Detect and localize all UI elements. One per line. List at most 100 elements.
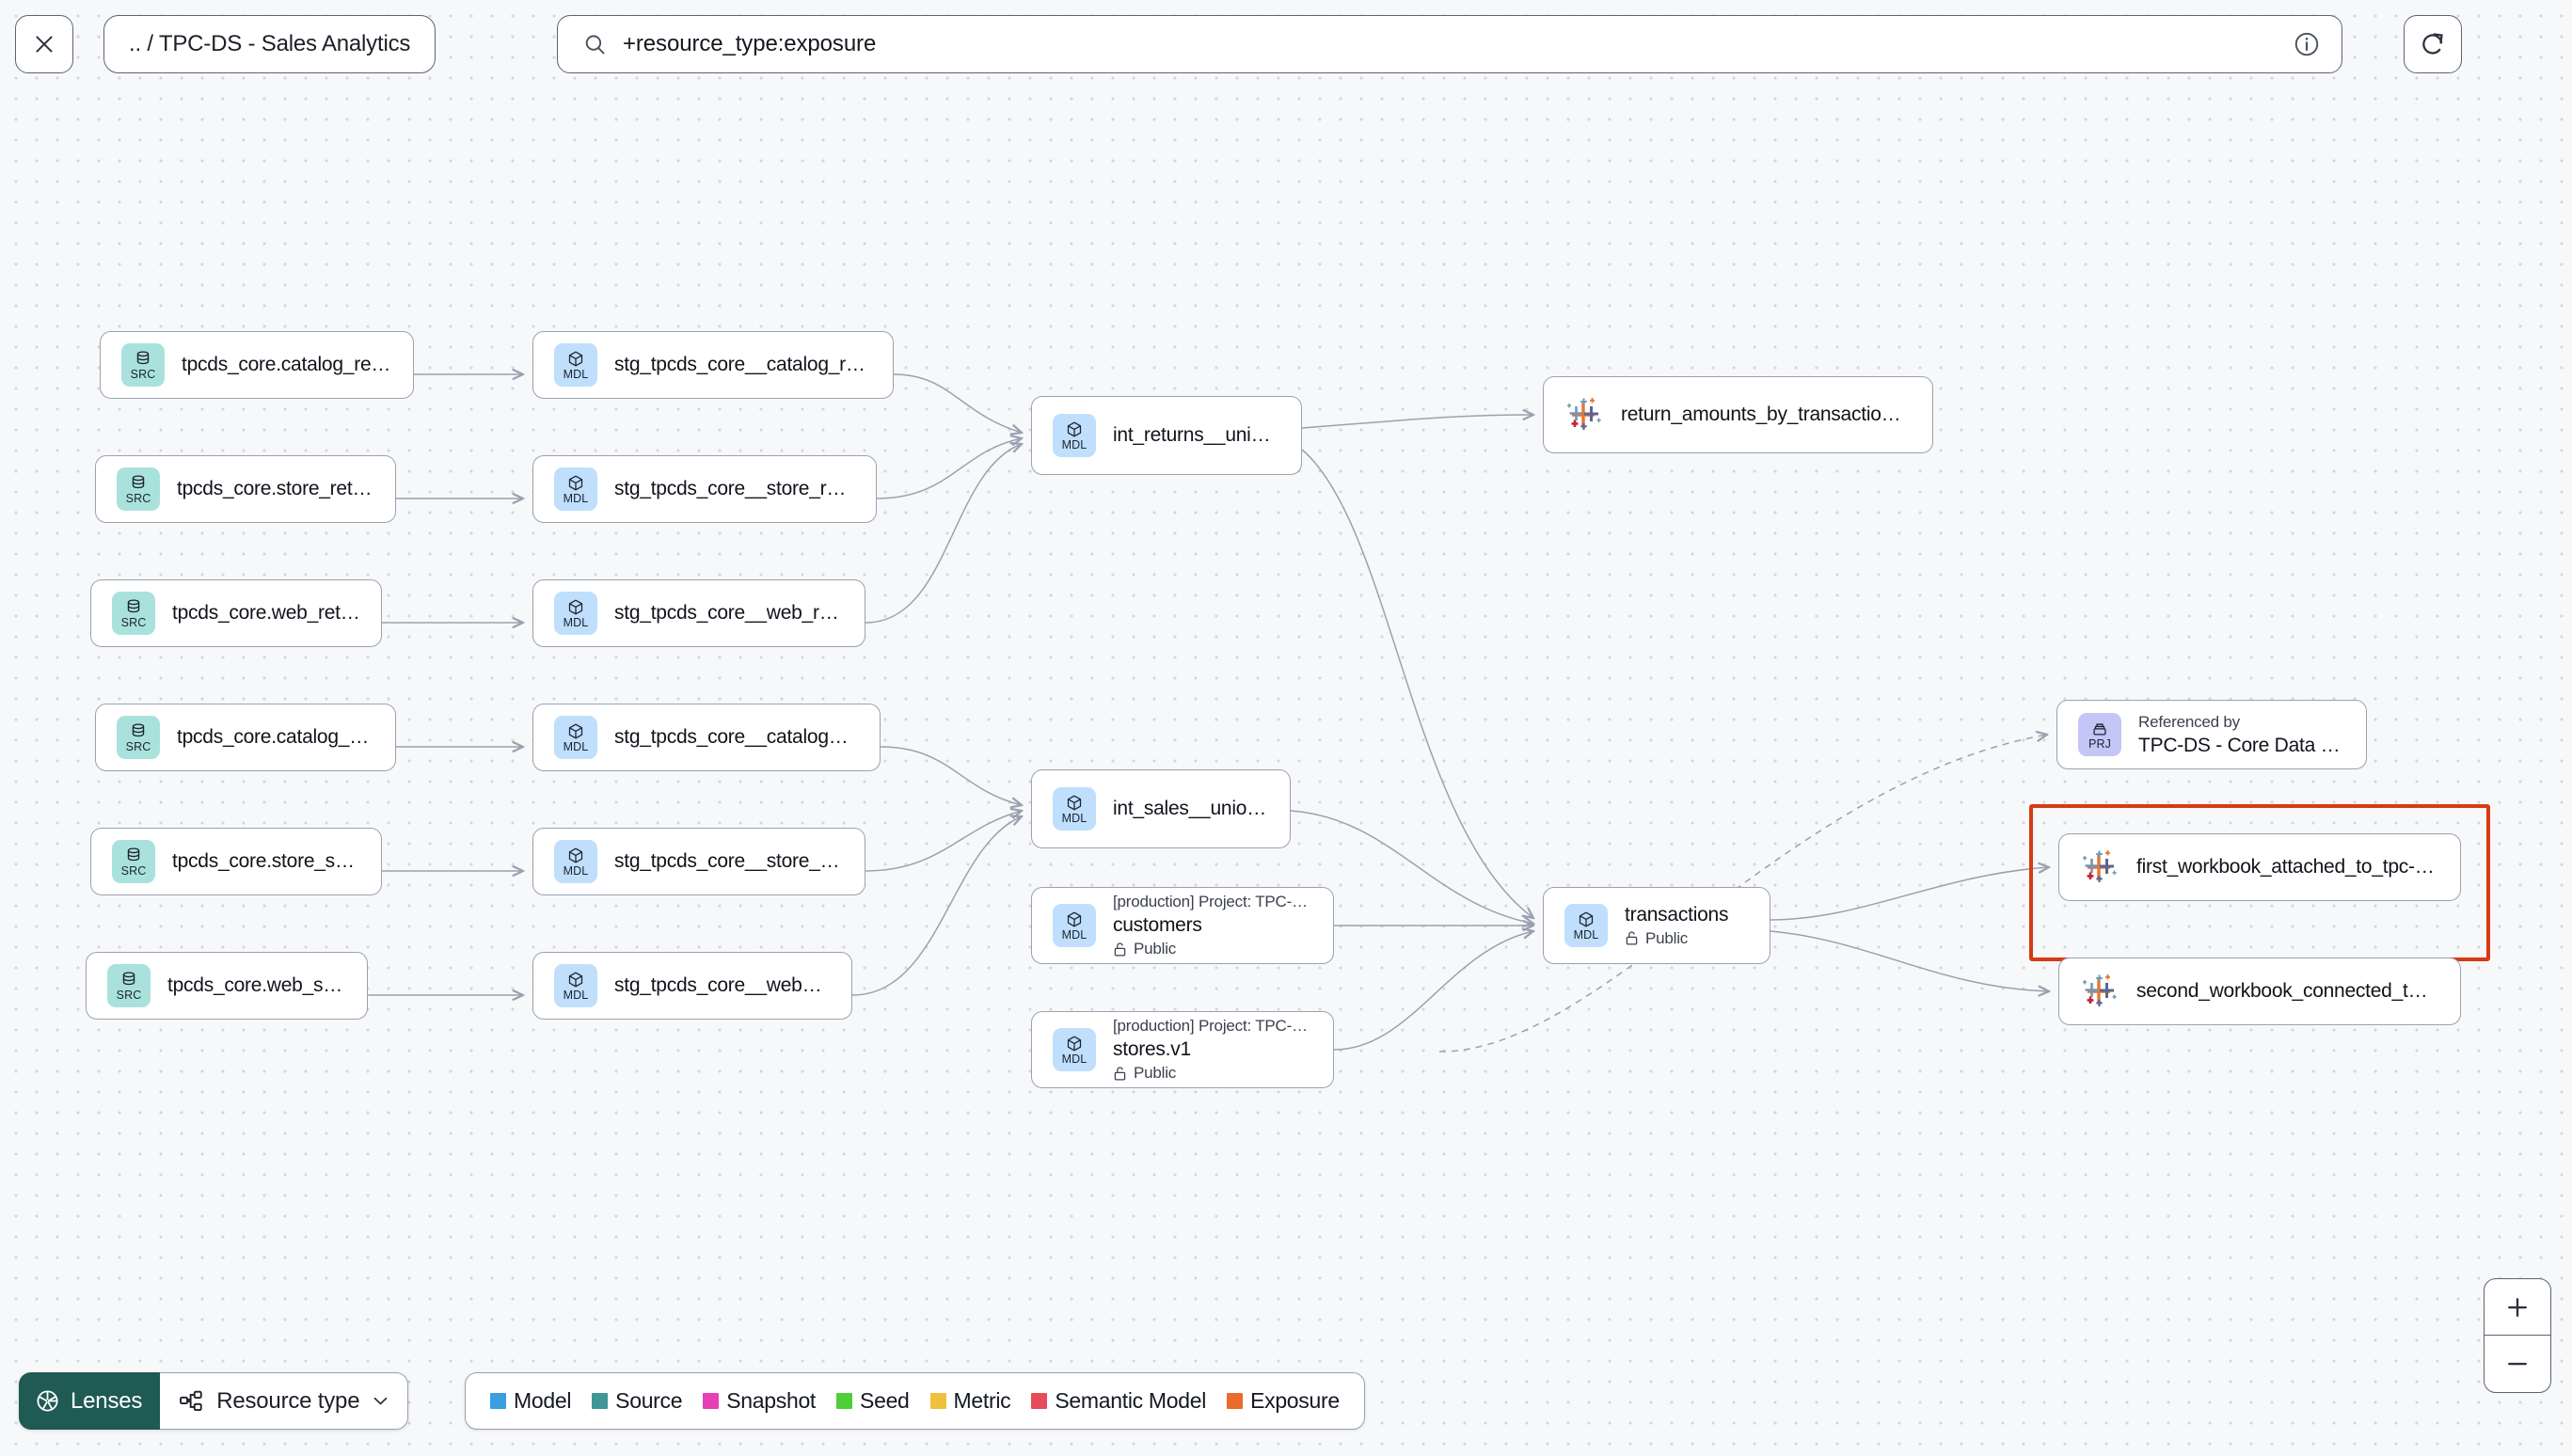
source-badge-icon: SRC [112,840,155,883]
search-icon [585,34,605,54]
node-exposure-first-workbook[interactable]: first_workbook_attached_to_tpc-ds_-_… [2058,833,2461,901]
node-label: int_returns__unioned [1113,424,1280,446]
refresh-button[interactable] [2404,15,2462,73]
zoom-in-button[interactable] [2485,1279,2550,1336]
node-src-store-returns[interactable]: SRC tpcds_core.store_returns [95,455,396,523]
breadcrumb-label: .. / TPC-DS - Sales Analytics [129,31,411,56]
legend-item-seed[interactable]: Seed [836,1388,910,1414]
node-model-customers[interactable]: MDL [production] Project: TPC-DS - Core … [1031,887,1334,964]
node-stg-catalog-returns[interactable]: MDL stg_tpcds_core__catalog_returns [532,331,894,399]
resource-type-label: Resource type [216,1387,360,1414]
badge-label: MDL [1061,927,1088,942]
badge-label: SRC [116,988,142,1002]
info-icon[interactable] [2293,30,2321,58]
model-badge-icon: MDL [1564,904,1608,947]
legend-swatch [490,1393,506,1409]
node-label: stg_tpcds_core__web_sales [614,974,831,996]
node-int-returns-unioned[interactable]: MDL int_returns__unioned [1031,396,1302,475]
tableau-icon [2080,847,2120,887]
source-badge-icon: SRC [121,343,165,387]
node-exposure-return-amounts[interactable]: return_amounts_by_transaction_type [1543,376,1933,453]
source-badge-icon: SRC [117,716,160,759]
breadcrumb[interactable]: .. / TPC-DS - Sales Analytics [103,15,437,73]
legend-swatch [592,1393,609,1409]
legend-label: Snapshot [726,1388,817,1413]
legend-label: Model [514,1388,572,1413]
node-stg-web-sales[interactable]: MDL stg_tpcds_core__web_sales [532,952,852,1020]
source-badge-icon: SRC [107,964,151,1007]
lenses-button[interactable]: Lenses [19,1372,161,1430]
node-graph-icon [180,1390,202,1411]
legend-item-snapshot[interactable]: Snapshot [703,1388,816,1414]
badge-label: MDL [563,739,589,753]
node-src-web-sales[interactable]: SRC tpcds_core.web_sales [86,952,368,1020]
legend-swatch [703,1393,720,1409]
node-label: customers [1113,914,1202,936]
node-exposure-second-workbook[interactable]: second_workbook_connected_to_live… [2058,957,2461,1025]
legend-label: Seed [860,1388,910,1413]
legend-swatch [1227,1393,1244,1409]
legend-item-exposure[interactable]: Exposure [1227,1388,1340,1414]
node-label: stg_tpcds_core__catalog_sales [614,726,859,748]
search-input[interactable]: +resource_type:exposure [557,15,2342,73]
legend-item-metric[interactable]: Metric [929,1388,1011,1414]
aperture-icon [37,1390,58,1412]
node-access-meta: Public [1113,1064,1312,1083]
legend-label: Semantic Model [1055,1388,1207,1413]
badge-label: MDL [563,367,589,381]
badge-label: SRC [125,739,151,753]
node-src-catalog-sales[interactable]: SRC tpcds_core.catalog_sales [95,704,396,771]
node-label: transactions [1625,903,1729,926]
zoom-controls [2484,1278,2551,1393]
node-label: second_workbook_connected_to_live… [2136,980,2437,1002]
node-stg-web-returns[interactable]: MDL stg_tpcds_core__web_returns [532,579,865,647]
legend-swatch [929,1393,946,1409]
node-label: stg_tpcds_core__catalog_returns [614,354,872,375]
access-label: Public [1134,940,1177,957]
node-stg-catalog-sales[interactable]: MDL stg_tpcds_core__catalog_sales [532,704,881,771]
badge-label: MDL [563,615,589,629]
node-model-transactions[interactable]: MDL transactions Public [1543,887,1770,964]
node-label: first_workbook_attached_to_tpc-ds_-_… [2136,856,2437,878]
badge-label: MDL [1061,437,1088,451]
node-project-subtitle: [production] Project: TPC-DS - Core Data… [1113,1017,1312,1035]
model-badge-icon: MDL [554,467,597,511]
node-stg-store-returns[interactable]: MDL stg_tpcds_core__store_returns [532,455,877,523]
tableau-icon [1564,395,1604,435]
badge-label: SRC [120,863,147,878]
legend-swatch [1031,1393,1048,1409]
node-model-stores-v1[interactable]: MDL [production] Project: TPC-DS - Core … [1031,1011,1334,1088]
badge-label: MDL [563,863,589,878]
source-badge-icon: SRC [117,467,160,511]
top-toolbar: .. / TPC-DS - Sales Analytics +resource_… [0,0,2572,110]
badge-label: MDL [1573,927,1599,942]
node-src-store-sales[interactable]: SRC tpcds_core.store_sales [90,828,382,895]
node-project-referenced-by[interactable]: PRJ Referenced by TPC-DS - Core Data Mod… [2056,700,2367,769]
node-project-subtitle: [production] Project: TPC-DS - Core Data… [1113,893,1312,910]
resource-type-dropdown[interactable]: Resource type [160,1372,409,1430]
node-int-sales-unioned[interactable]: MDL int_sales__unioned [1031,769,1291,848]
model-badge-icon: MDL [554,592,597,635]
close-icon [36,36,53,53]
node-stg-store-sales[interactable]: MDL stg_tpcds_core__store_sales [532,828,865,895]
legend-item-source[interactable]: Source [592,1388,683,1414]
search-value: +resource_type:exposure [623,31,877,56]
legend-item-model[interactable]: Model [490,1388,571,1414]
node-label: tpcds_core.web_sales [167,974,346,996]
model-badge-icon: MDL [554,840,597,883]
zoom-out-button[interactable] [2485,1336,2550,1392]
node-label: stg_tpcds_core__store_returns [614,478,855,499]
model-badge-icon: MDL [554,964,597,1007]
access-label: Public [1134,1064,1177,1082]
legend-item-semantic-model[interactable]: Semantic Model [1031,1388,1206,1414]
bottom-toolbar: Lenses Resource type Model Source [0,1353,2572,1456]
node-src-catalog-returns[interactable]: SRC tpcds_core.catalog_returns [100,331,414,399]
node-label: return_amounts_by_transaction_type [1621,404,1912,425]
node-label: TPC-DS - Core Data Models [2138,734,2345,756]
node-src-web-returns[interactable]: SRC tpcds_core.web_returns [90,579,382,647]
close-button[interactable] [15,15,73,73]
node-label: stg_tpcds_core__store_sales [614,850,844,872]
